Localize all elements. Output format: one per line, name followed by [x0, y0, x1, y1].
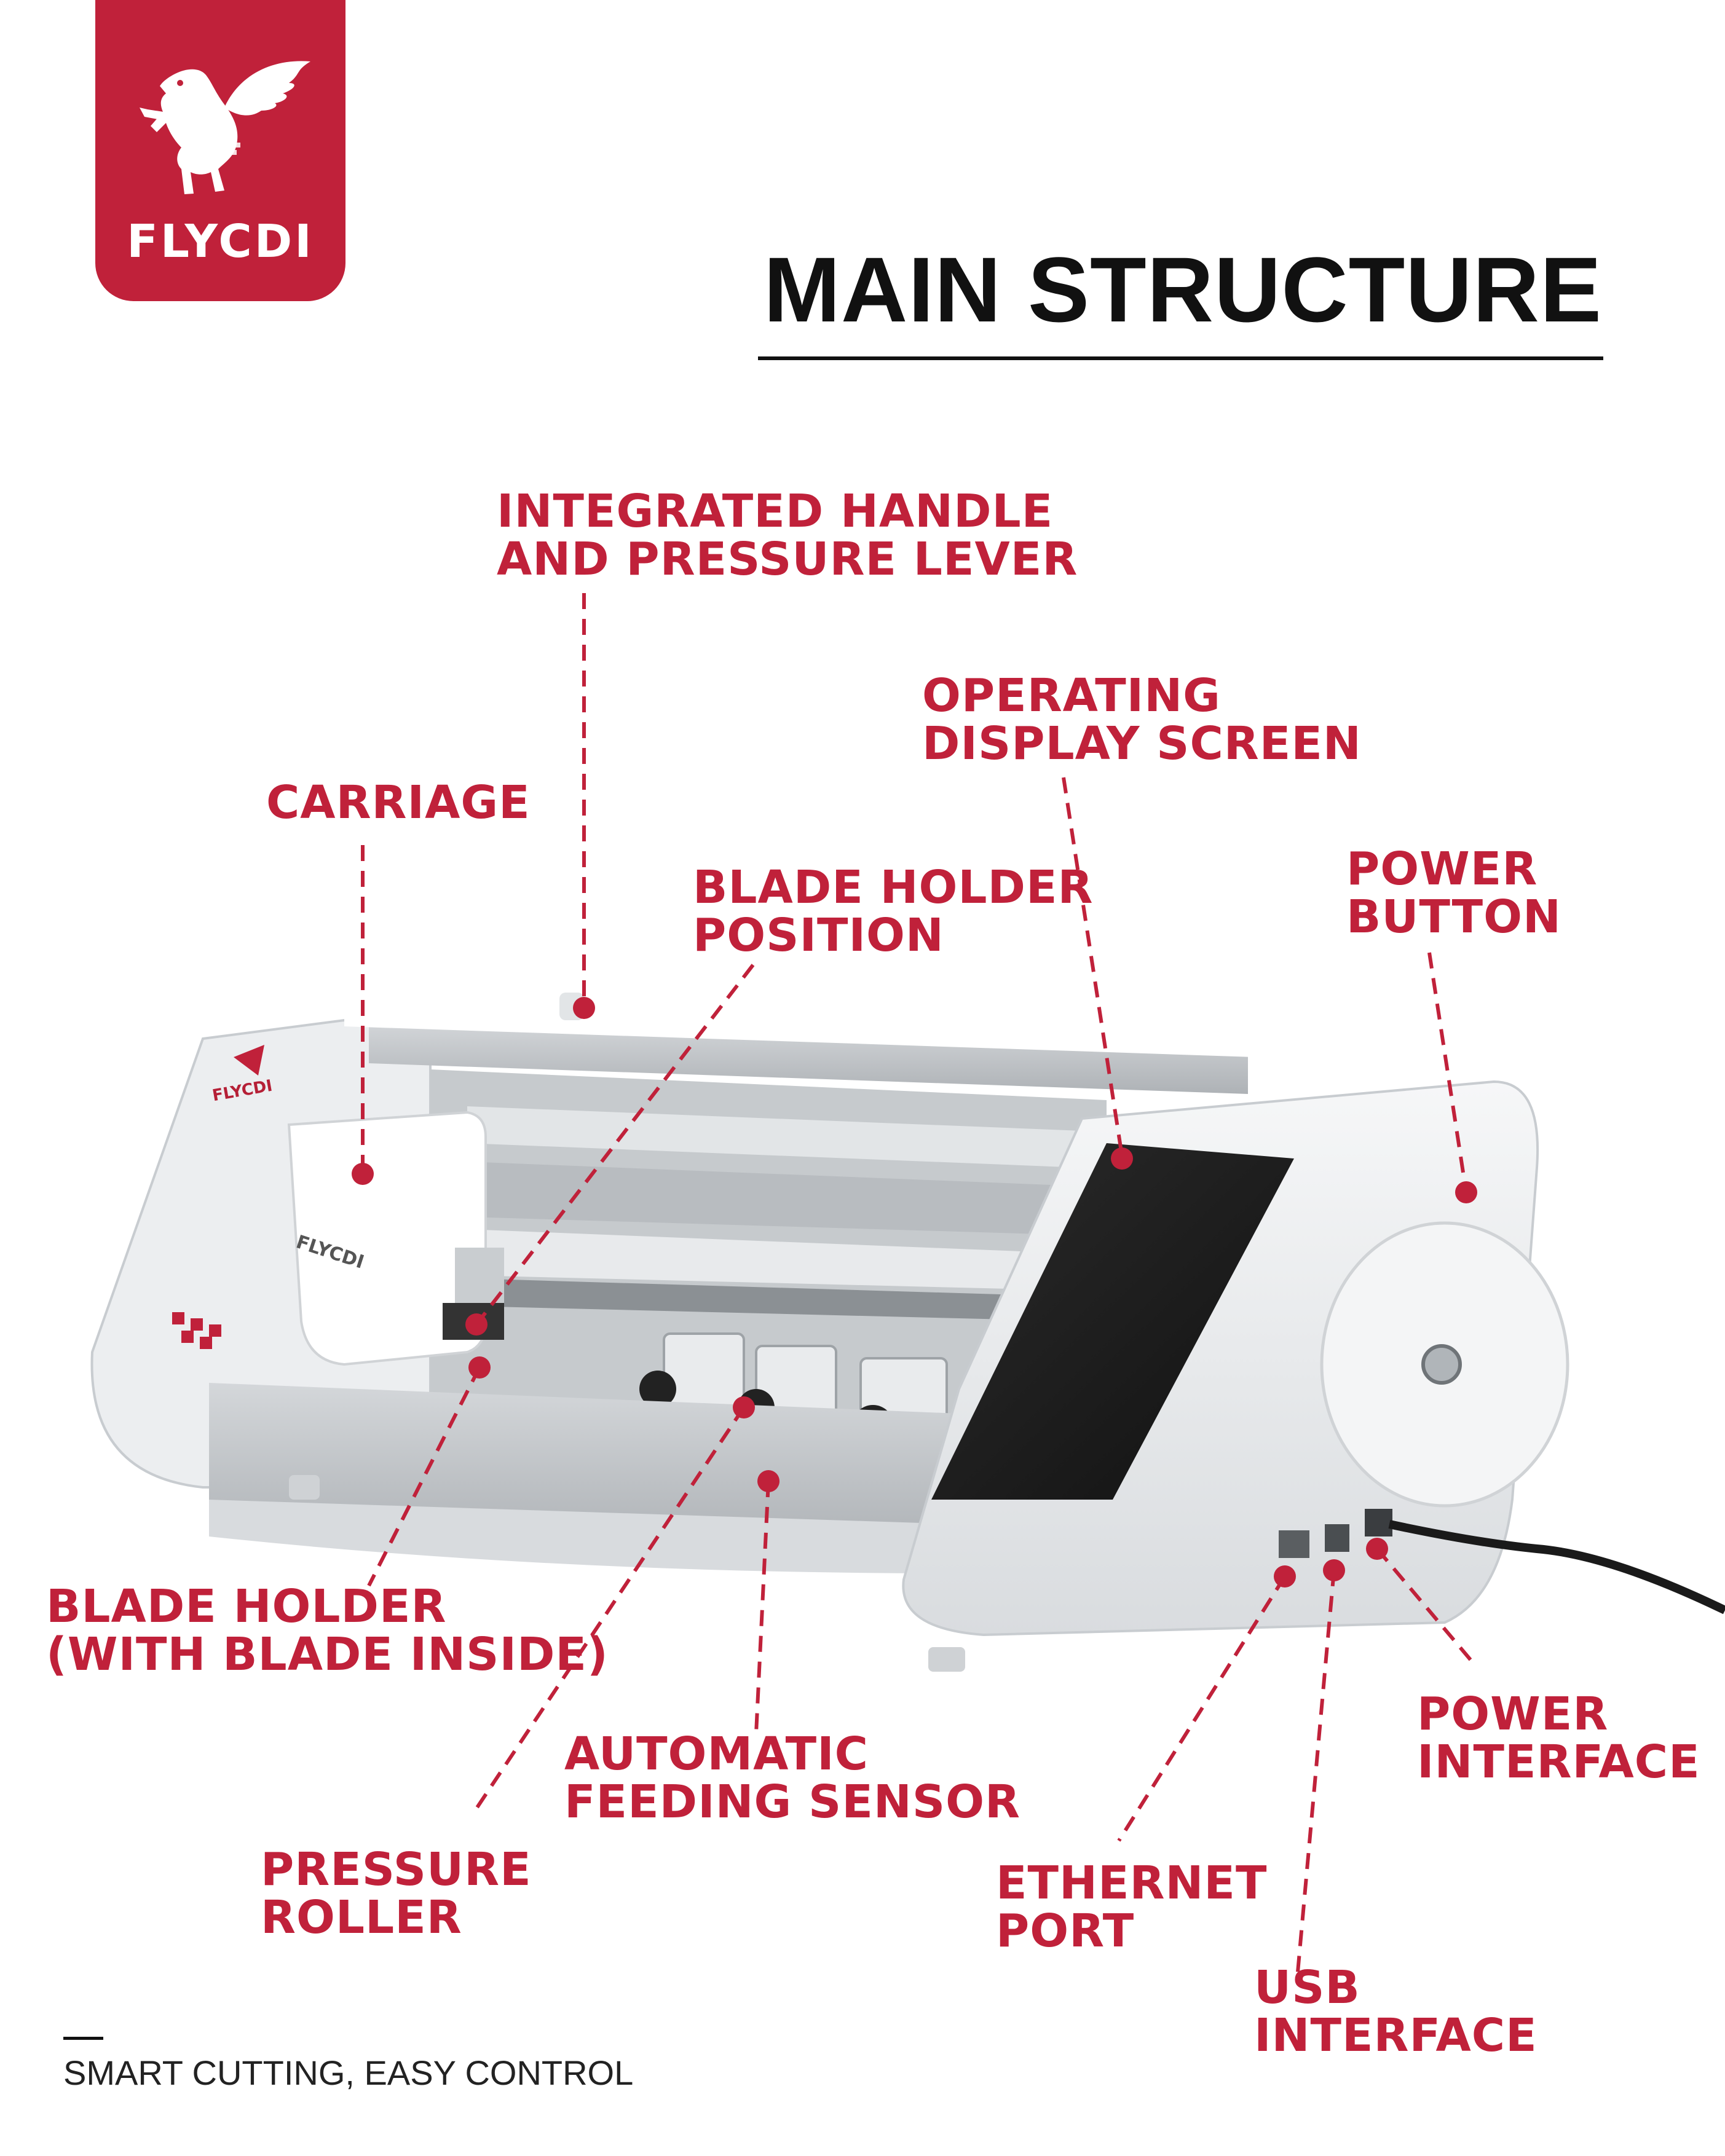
- callout-power-interface-line1: POWER: [1417, 1688, 1609, 1741]
- power-button-knob: [1421, 1344, 1462, 1385]
- callout-usb-interface-line2: INTERFACE: [1254, 2009, 1538, 2062]
- callout-blade-holder-position-line2: POSITION: [693, 909, 944, 962]
- callout-ethernet-port-line1: ETHERNET: [996, 1857, 1268, 1910]
- callout-blade-holder-position: BLADE HOLDER POSITION: [693, 864, 1094, 959]
- footer-tagline: SMART CUTTING, EASY CONTROL: [63, 2053, 634, 2092]
- callout-usb-interface: USB INTERFACE: [1254, 1964, 1538, 2060]
- callout-carriage-line1: CARRIAGE: [266, 776, 531, 829]
- callout-blade-holder: BLADE HOLDER (WITH BLADE INSIDE): [46, 1583, 609, 1678]
- callout-blade-holder-position-line1: BLADE HOLDER: [693, 861, 1094, 914]
- carriage-body: [287, 1111, 487, 1366]
- top-cover: [369, 1020, 1248, 1094]
- callout-operating-display: OPERATING DISPLAY SCREEN: [922, 672, 1362, 768]
- callout-automatic-feeding-sensor: AUTOMATIC FEEDING SENSOR: [564, 1730, 1020, 1826]
- brand-logo-badge: FLYCDI: [95, 0, 345, 301]
- usb-port-shape: [1325, 1524, 1349, 1552]
- callout-carriage: CARRIAGE: [266, 779, 531, 827]
- callout-integrated-handle-line2: AND PRESSURE LEVER: [497, 533, 1078, 586]
- display-screen: [931, 1143, 1294, 1500]
- callout-automatic-feeding-sensor-line2: FEEDING SENSOR: [564, 1776, 1021, 1828]
- callout-usb-interface-line1: USB: [1254, 1961, 1360, 2014]
- callout-pressure-roller: PRESSURE ROLLER: [261, 1846, 532, 1942]
- ethernet-port-shape: [1279, 1530, 1309, 1558]
- power-cable: [1388, 1520, 1725, 1615]
- callout-ethernet-port: ETHERNET PORT: [996, 1859, 1267, 1955]
- callout-power-button-line2: BUTTON: [1346, 891, 1561, 943]
- callout-integrated-handle: INTEGRATED HANDLE AND PRESSURE LEVER: [497, 487, 1078, 583]
- callout-operating-display-line1: OPERATING: [922, 669, 1221, 722]
- power-port-shape: [1365, 1509, 1392, 1536]
- callout-blade-holder-line2: (WITH BLADE INSIDE): [46, 1628, 609, 1681]
- page-title: MAIN STRUCTURE: [764, 238, 1602, 341]
- pegasus-icon: [140, 61, 310, 194]
- callout-integrated-handle-line1: INTEGRATED HANDLE: [497, 485, 1054, 538]
- logo-text: FLYCDI: [127, 215, 314, 268]
- callout-blade-holder-line1: BLADE HOLDER: [46, 1580, 447, 1633]
- callout-power-interface: POWER INTERFACE: [1417, 1690, 1700, 1786]
- callout-ethernet-port-line2: PORT: [996, 1905, 1135, 1957]
- callout-power-button: POWER BUTTON: [1346, 845, 1561, 941]
- callout-power-interface-line2: INTERFACE: [1417, 1736, 1700, 1788]
- callout-pressure-roller-line2: ROLLER: [261, 1891, 462, 1944]
- footer-dash: [63, 2037, 103, 2040]
- callout-operating-display-line2: DISPLAY SCREEN: [922, 717, 1362, 770]
- callout-automatic-feeding-sensor-line1: AUTOMATIC: [564, 1728, 869, 1780]
- title-underline: [758, 356, 1603, 360]
- callout-pressure-roller-line1: PRESSURE: [261, 1843, 532, 1896]
- callout-power-button-line1: POWER: [1346, 843, 1538, 895]
